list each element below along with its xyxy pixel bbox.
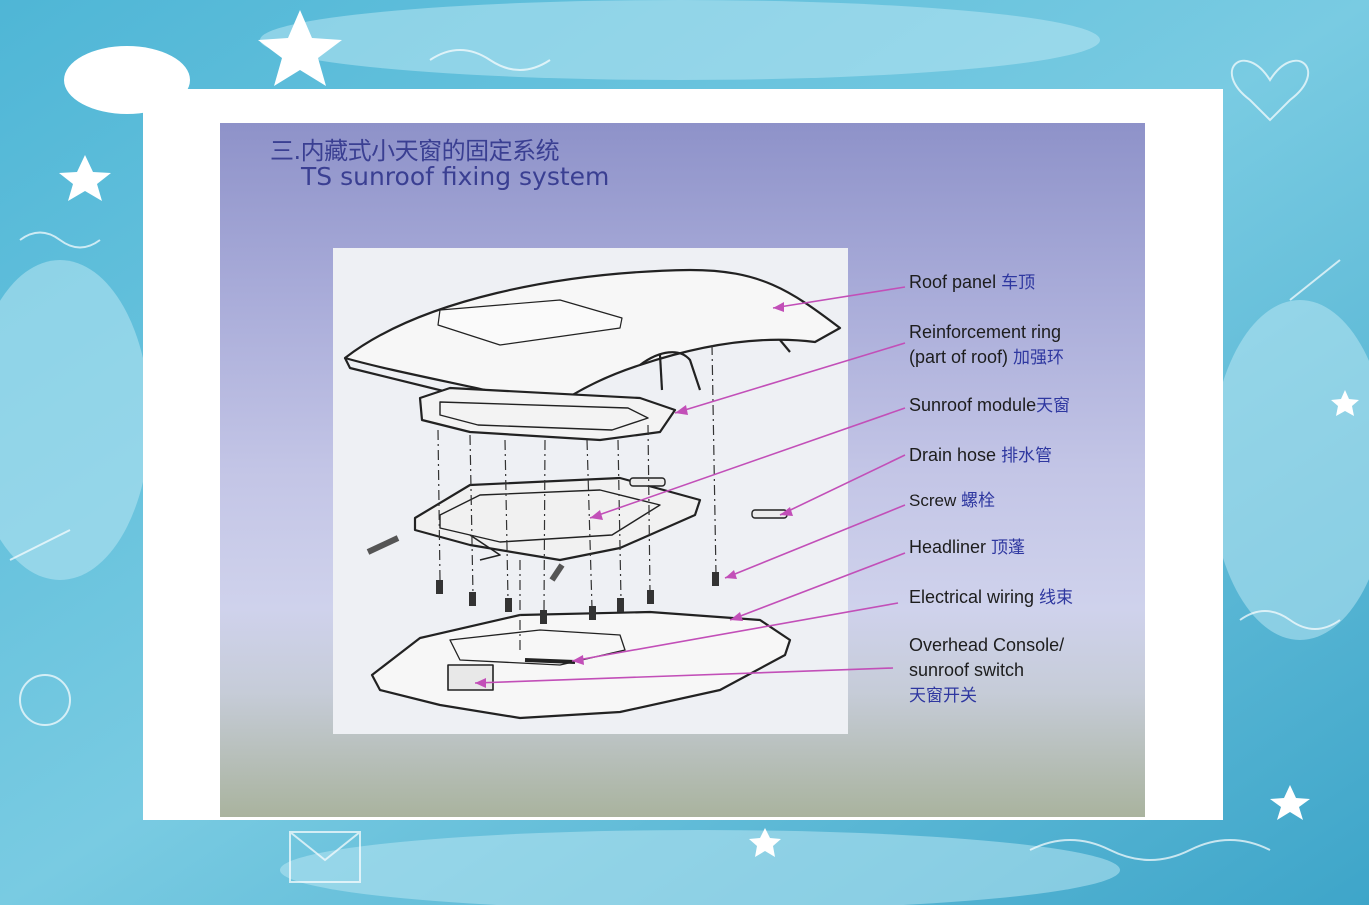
star-icon (1270, 785, 1310, 820)
star-icon (258, 10, 342, 86)
label-drain-hose: Drain hose 排水管 (909, 445, 1053, 466)
label-overhead-console: Overhead Console/ sunroof switch 天窗开关 (909, 635, 1065, 706)
heart-doodle (1230, 59, 1310, 122)
slide-title-english: TS sunroof fixing system (301, 162, 610, 191)
envelope-doodle (289, 831, 361, 883)
label-reinforcement-ring: Reinforcement ring (part of roof) 加强环 (909, 322, 1065, 368)
label-electrical-wiring: Electrical wiring 线束 (909, 587, 1074, 608)
label-roof-panel: Roof panel 车顶 (909, 272, 1036, 293)
label-sunroof-module: Sunroof module天窗 (909, 395, 1071, 416)
label-headliner: Headliner 顶蓬 (909, 537, 1026, 558)
slide-title-chinese: 三.内藏式小天窗的固定系统 (270, 137, 560, 165)
label-screw: Screw 螺栓 (909, 491, 995, 511)
star-icon (749, 828, 781, 857)
star-icon (59, 155, 111, 201)
star-icon (1331, 390, 1359, 416)
exploded-view-diagram (333, 248, 848, 734)
